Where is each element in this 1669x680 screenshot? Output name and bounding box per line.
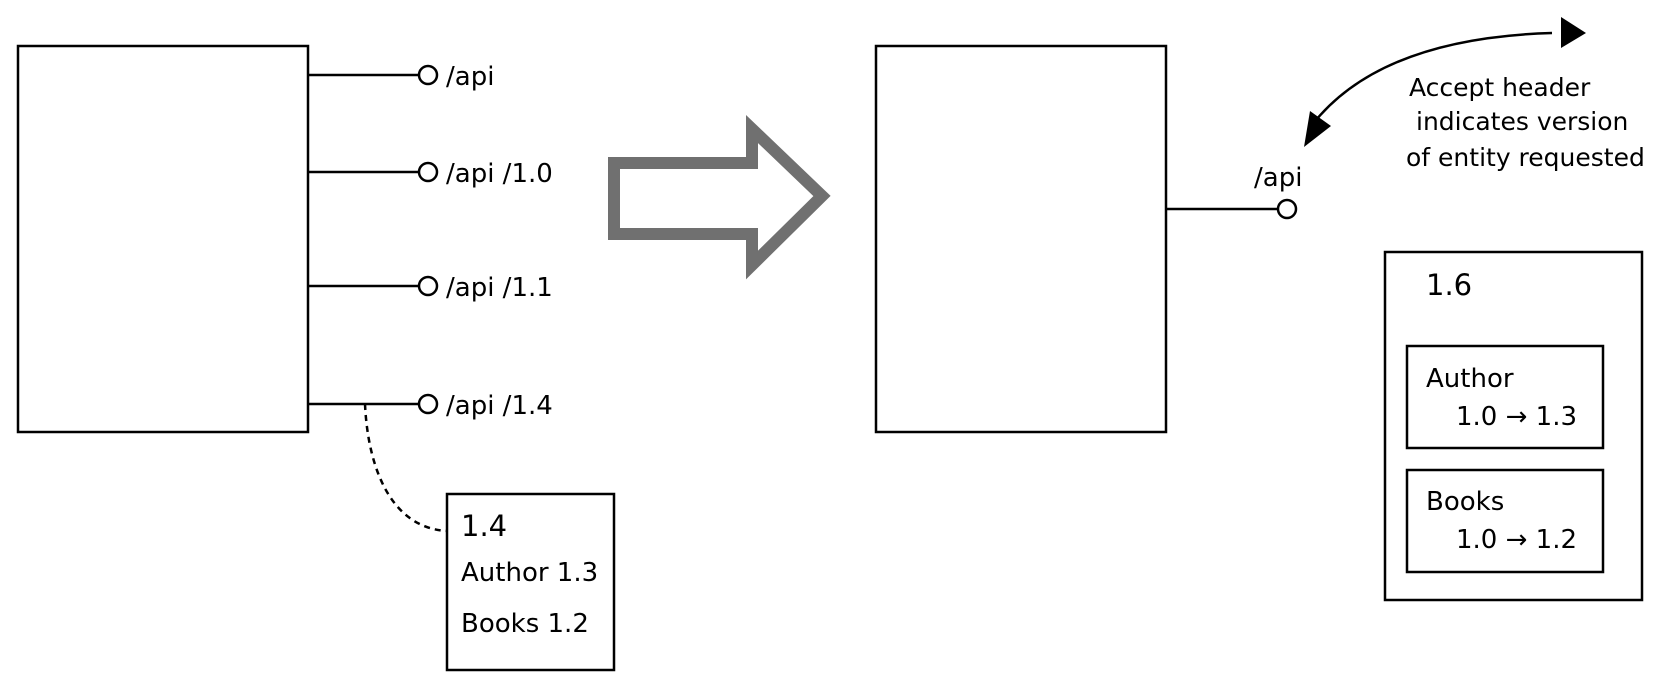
accept-header-note: Accept header indicates version of entit…	[1406, 73, 1645, 172]
version-box-title: 1.4	[461, 509, 507, 543]
endpoint-port-icon	[417, 161, 439, 183]
endpoint-api-1-0: /api /1.0	[308, 159, 553, 189]
dashed-connector	[363, 403, 448, 533]
version-box-1-6: 1.6 Author 1.0 → 1.3 Books 1.0 → 1.2	[1383, 250, 1644, 602]
endpoint-port-icon	[417, 393, 439, 415]
entity-box-books: Books 1.0 → 1.2	[1405, 468, 1605, 574]
version-box-1-4: 1.4 Author 1.3 Books 1.2	[445, 492, 616, 672]
version-box-line: Books 1.2	[461, 609, 589, 639]
version-box-title: 1.6	[1426, 268, 1472, 302]
endpoint-label: /api /1.1	[446, 273, 553, 303]
endpoint-label: /api /1.0	[446, 159, 553, 189]
entity-version-range: 1.0 → 1.2	[1456, 525, 1577, 555]
note-line: Accept header	[1409, 73, 1591, 102]
entity-box-author: Author 1.0 → 1.3	[1405, 344, 1605, 450]
entity-name: Author	[1426, 364, 1514, 394]
version-box-line: Author 1.3	[461, 558, 598, 588]
endpoint-port-icon	[417, 275, 439, 297]
api-server-before	[16, 44, 310, 434]
entity-version-range: 1.0 → 1.3	[1456, 402, 1577, 432]
endpoint-port-icon	[417, 64, 439, 86]
transition-arrow-icon	[608, 114, 831, 280]
endpoint-api: /api	[308, 62, 494, 92]
note-line: of entity requested	[1406, 143, 1645, 172]
endpoint-api-1-4: /api /1.4	[308, 391, 553, 421]
endpoint-port-icon	[1276, 198, 1298, 220]
endpoint-label: /api	[1254, 163, 1302, 193]
api-server-after	[874, 44, 1168, 434]
endpoint-label: /api /1.4	[446, 391, 553, 421]
endpoint-api-1-1: /api /1.1	[308, 273, 553, 303]
double-headed-curved-arrow-icon	[1304, 17, 1586, 147]
endpoint-api-single: /api	[1166, 163, 1302, 220]
entity-name: Books	[1426, 487, 1504, 517]
endpoint-label: /api	[446, 62, 494, 92]
note-line: indicates version	[1416, 107, 1628, 136]
